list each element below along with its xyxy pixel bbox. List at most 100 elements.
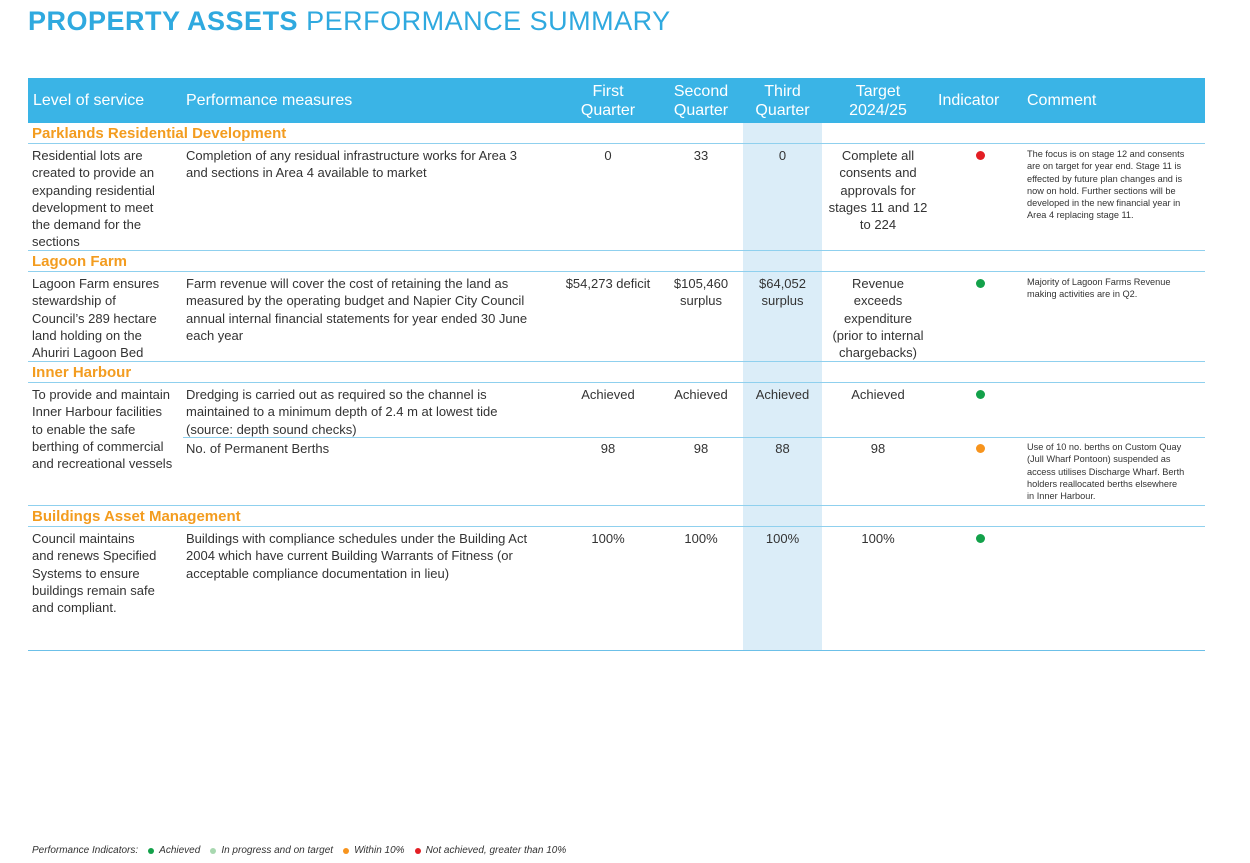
text-line: 100%: [684, 531, 718, 546]
third-quarter-value: 88: [743, 440, 822, 457]
second-quarter-value: 100%: [661, 530, 741, 547]
text-line: expanding residential: [32, 182, 155, 198]
page-title: PROPERTY ASSETS PERFORMANCE SUMMARY: [28, 6, 671, 37]
comment-permanent-berths: Use of 10 no. berths on Custom Quay (Jul…: [1027, 441, 1205, 502]
third-quarter-highlight: [743, 123, 822, 650]
text-line: and renews Specified: [32, 548, 157, 564]
text-line: Use of 10 no. berths on Custom Quay: [1027, 442, 1182, 452]
text-line: maintained to a minimum depth of 2.4 m a…: [186, 404, 498, 420]
divider: [28, 382, 1205, 383]
text-line: now on hold. Further sections will be: [1027, 185, 1176, 196]
legend-not-achieved-label: Not achieved, greater than 10%: [425, 845, 567, 856]
divider: [28, 271, 1205, 272]
text-line: berthing of commercial: [32, 438, 164, 454]
text-line: stages 11 and 12: [828, 199, 928, 215]
second-quarter-value: 98: [661, 440, 741, 457]
text-line: (Jull Wharf Pontoon) suspended as: [1027, 454, 1171, 465]
text-line: stewardship of: [32, 293, 116, 309]
header-target-line1: Target: [855, 83, 901, 100]
target-value: Achieved: [823, 386, 933, 403]
target-value: Revenue exceeds expenditure (prior to in…: [823, 275, 933, 361]
text-line: consents and: [839, 165, 917, 181]
text-line: the demand for the: [32, 217, 142, 233]
text-line: annual internal financial statements for…: [186, 310, 528, 326]
text-line: 100%: [591, 531, 625, 546]
text-line: created to provide an: [32, 165, 155, 181]
header-first-quarter-line1: First: [592, 83, 624, 100]
text-line: Council maintains: [32, 531, 135, 546]
text-line: in Inner Harbour.: [1027, 491, 1096, 502]
header-performance-measures: Performance measures: [186, 92, 353, 109]
table-header: Level of service Performance measures Fi…: [28, 78, 1205, 123]
section-title-inner-harbour: Inner Harbour: [32, 364, 132, 381]
third-quarter-value: 0: [743, 147, 822, 164]
text-line: surplus: [680, 293, 722, 309]
text-line: Revenue: [851, 276, 905, 291]
text-line: each year: [186, 327, 244, 343]
third-quarter-value: $64,052 surplus: [743, 275, 822, 310]
text-line: acceptable compliance documentation in l…: [186, 565, 450, 581]
legend-not-achieved-dot: [414, 847, 421, 854]
text-line: 33: [693, 148, 709, 163]
text-line: 100%: [765, 531, 800, 546]
text-line: $64,052: [759, 276, 806, 291]
text-line: Buildings with compliance schedules unde…: [186, 531, 528, 546]
text-line: Area 4 replacing stage 11.: [1027, 210, 1134, 221]
text-line: development to meet: [32, 199, 154, 215]
first-quarter-value: 0: [568, 147, 648, 164]
text-line: No. of Permanent Berths: [186, 441, 330, 456]
measure-buildings: Buildings with compliance schedules unde…: [186, 530, 527, 582]
divider: [28, 361, 1205, 362]
header-first-quarter: First Quarter: [568, 82, 648, 120]
section-title-buildings-asset-management: Buildings Asset Management: [32, 508, 241, 525]
section-title-lagoon-farm: Lagoon Farm: [32, 253, 128, 270]
target-value: Complete all consents and approvals for …: [823, 147, 933, 233]
legend-achieved-label: Achieved: [159, 845, 201, 856]
text-line: expenditure: [844, 310, 912, 326]
text-line: Achieved: [674, 387, 728, 402]
text-line: buildings remain safe: [32, 582, 155, 598]
indicator-green-dot: [976, 534, 985, 543]
text-line: Dredging is carried out as required so t…: [186, 387, 487, 402]
second-quarter-value: 33: [661, 147, 741, 164]
header-third-quarter-line2: Quarter: [755, 102, 810, 119]
text-line: making activities are in Q2.: [1027, 289, 1138, 300]
legend-prefix: Performance Indicators:: [32, 845, 139, 856]
text-line: measured by the operating budget and Nap…: [186, 293, 525, 309]
text-line: holders reallocated berths elsewhere: [1027, 478, 1178, 489]
legend-in-progress-dot: [210, 847, 217, 854]
text-line: Achieved: [755, 387, 810, 402]
text-line: 88: [775, 441, 790, 456]
page-title-bold: PROPERTY ASSETS: [28, 6, 299, 36]
text-line: and recreational vessels: [32, 456, 173, 472]
first-quarter-value: $54,273 deficit: [558, 275, 658, 292]
text-line: Majority of Lagoon Farms Revenue: [1027, 277, 1171, 287]
text-line: 2004 which have current Building Warrant…: [186, 548, 513, 564]
section-title-parklands: Parklands Residential Development: [32, 125, 287, 142]
text-line: 100%: [861, 531, 895, 546]
text-line: 98: [600, 441, 616, 456]
text-line: 98: [693, 441, 709, 456]
comment-lagoon-farm: Majority of Lagoon Farms Revenue making …: [1027, 276, 1205, 301]
page-title-light: PERFORMANCE SUMMARY: [306, 6, 671, 36]
text-line: $105,460: [673, 276, 729, 291]
text-line: exceeds: [853, 293, 903, 309]
text-line: The focus is on stage 12 and consents: [1027, 149, 1185, 159]
divider: [183, 437, 1205, 438]
legend-within-10-dot: [343, 847, 350, 854]
header-second-quarter-line2: Quarter: [673, 102, 729, 119]
text-line: $54,273 deficit: [565, 276, 651, 291]
header-second-quarter: Second Quarter: [661, 82, 741, 120]
text-line: developed in the new financial year in: [1027, 198, 1181, 209]
text-line: 98: [870, 441, 886, 456]
header-comment: Comment: [1027, 92, 1097, 109]
first-quarter-value: Achieved: [568, 386, 648, 403]
divider: [28, 250, 1205, 251]
header-level-of-service: Level of service: [33, 92, 145, 109]
legend-within-10-label: Within 10%: [354, 845, 405, 856]
text-line: effected by future plan changes and is: [1027, 173, 1183, 184]
text-line: Complete all: [841, 148, 915, 163]
text-line: (source: depth sound checks): [186, 421, 357, 437]
header-third-quarter: Third Quarter: [743, 82, 822, 120]
divider: [28, 526, 1205, 527]
